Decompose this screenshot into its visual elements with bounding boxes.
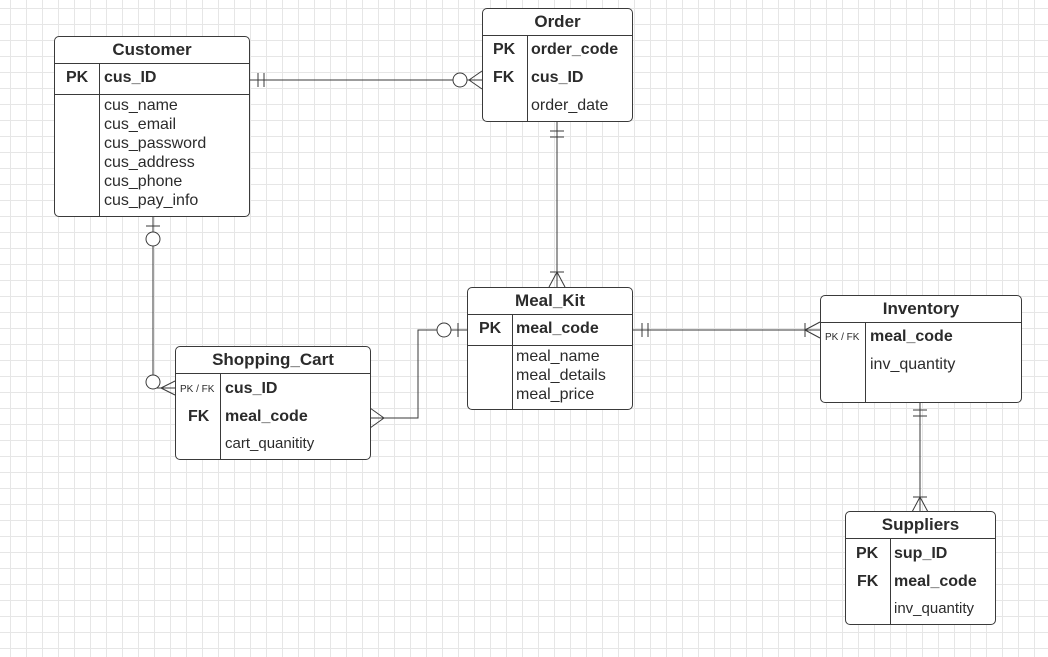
entity-title: Shopping_Cart [176, 347, 370, 374]
entity-shopping-cart[interactable]: Shopping_Cart PK / FK cus_ID FK meal_cod… [175, 346, 371, 460]
pk-label: PK [66, 69, 89, 86]
attribute-field: inv_quantity [894, 600, 975, 617]
relationship-order-meal-kit[interactable] [548, 121, 566, 288]
attribute-field: cus_email [104, 116, 177, 133]
key-label: PK / FK [180, 384, 215, 395]
key-label: PK [493, 41, 516, 58]
entity-order[interactable]: Order PK order_code FK cus_ID order_date [482, 8, 633, 122]
entity-title: Order [483, 9, 632, 36]
entity-title: Meal_Kit [468, 288, 632, 315]
entity-suppliers[interactable]: Suppliers PK sup_ID FK meal_code inv_qua… [845, 511, 996, 625]
entity-inventory[interactable]: Inventory PK / FK meal_code inv_quantity [820, 295, 1022, 403]
key-label: FK [857, 573, 879, 590]
relationship-inventory-suppliers[interactable] [911, 402, 929, 513]
pk-label: PK [479, 320, 502, 337]
attribute-field: cus_password [104, 135, 207, 152]
entity-title: Inventory [821, 296, 1021, 323]
key-field: cus_ID [225, 380, 278, 397]
key-field: cus_ID [531, 69, 584, 86]
pk-field: meal_code [870, 328, 953, 345]
key-label: FK [188, 408, 210, 425]
entity-title: Customer [55, 37, 249, 64]
attribute-field: meal_details [516, 367, 606, 384]
attribute-field: cus_phone [104, 173, 183, 190]
key-label: FK [493, 69, 515, 86]
attribute-field: cus_address [104, 154, 195, 171]
pk-label: PK / FK [825, 332, 860, 343]
entity-meal-kit[interactable]: Meal_Kit PK meal_code meal_name meal_det… [467, 287, 633, 410]
relationship-shopping-cart-meal-kit[interactable] [369, 322, 468, 429]
attribute-field: meal_name [516, 348, 600, 365]
key-label: PK [856, 545, 879, 562]
key-field: order_code [531, 41, 619, 58]
key-field: meal_code [225, 408, 308, 425]
entity-title: Suppliers [846, 512, 995, 539]
pk-field: meal_code [516, 320, 599, 337]
relationship-meal-kit-inventory[interactable] [632, 321, 821, 339]
attribute-field: meal_price [516, 386, 595, 403]
attribute-field: inv_quantity [870, 356, 956, 373]
attribute-field: cus_pay_info [104, 192, 199, 209]
relationship-customer-shopping-cart[interactable] [145, 216, 176, 396]
entity-customer[interactable]: Customer PK cus_ID cus_name cus_email cu… [54, 36, 250, 217]
pk-field: cus_ID [104, 69, 157, 86]
key-field: sup_ID [894, 545, 948, 562]
attribute-field: order_date [531, 97, 609, 114]
attribute-field: cus_name [104, 97, 178, 114]
relationship-customer-order[interactable] [249, 70, 483, 90]
key-field: meal_code [894, 573, 977, 590]
attribute-field: cart_quanitity [225, 435, 315, 452]
